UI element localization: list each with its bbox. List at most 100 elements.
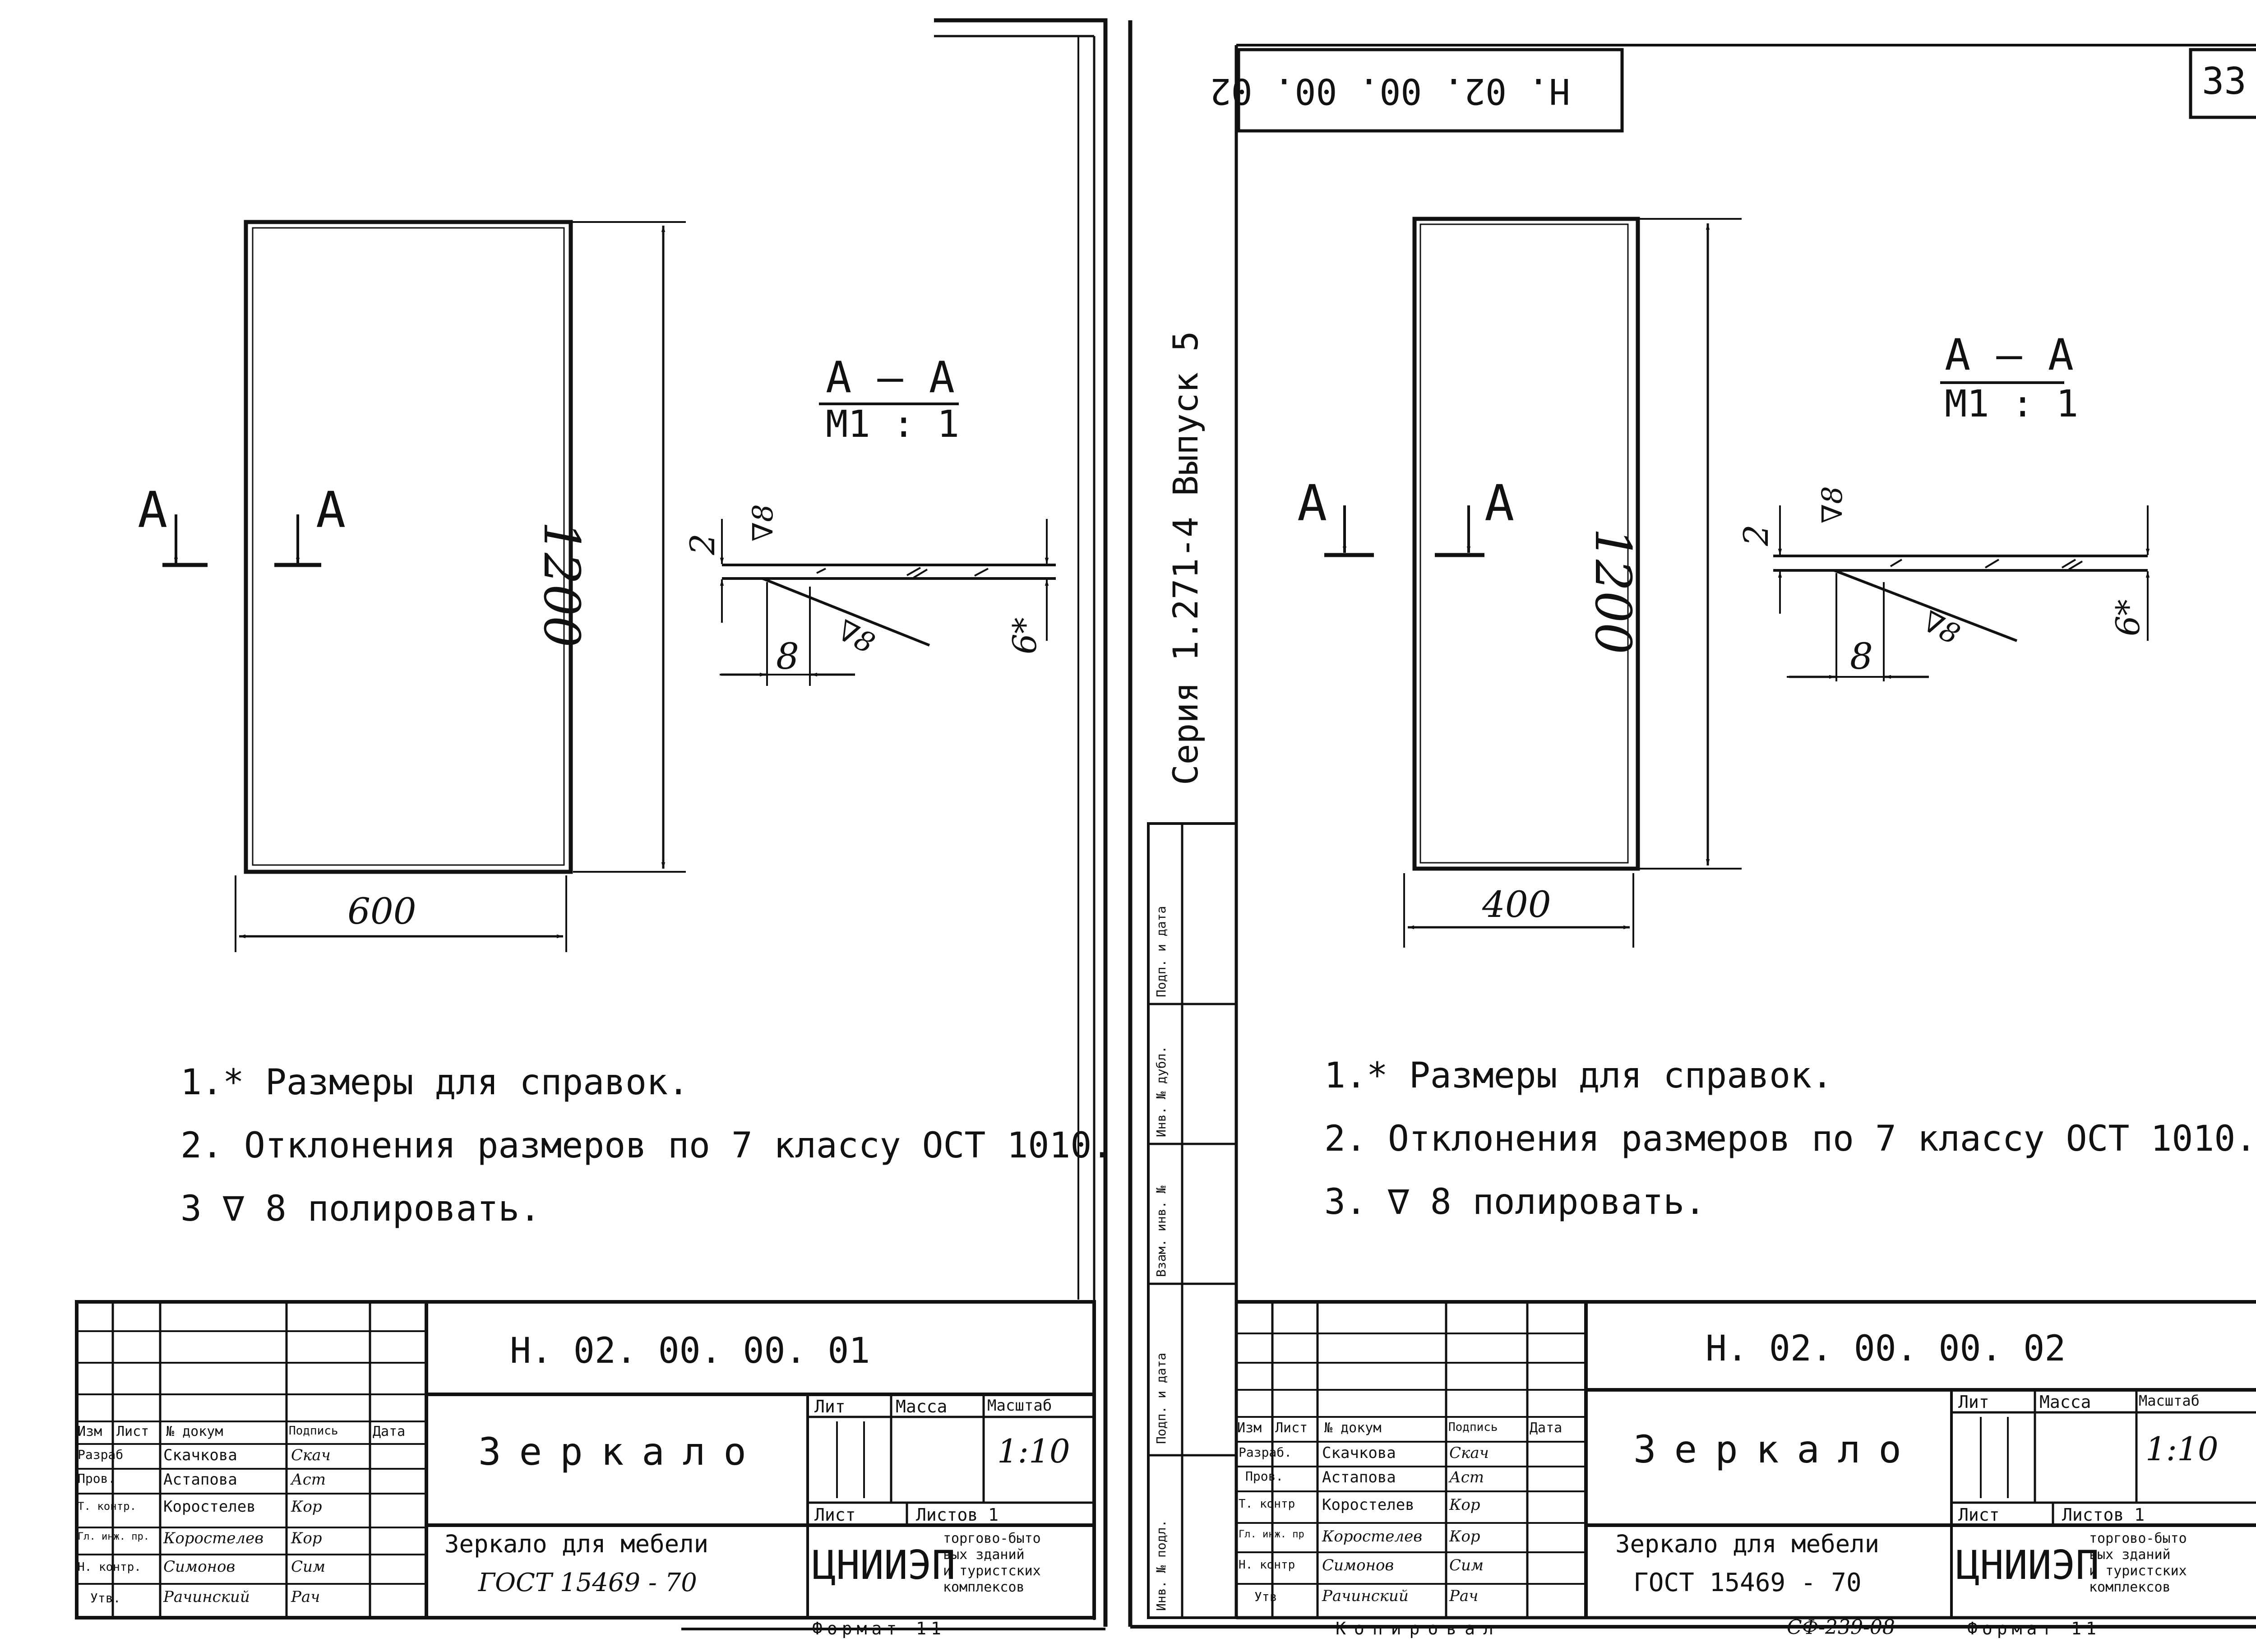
drawing-name: Зеркало: [478, 1430, 765, 1474]
org-desc: торгово-быто вых зданий и туристских ком…: [943, 1531, 1041, 1595]
subtitle-1: Зеркало для мебели: [444, 1530, 709, 1558]
section-mark-left: A: [138, 481, 168, 539]
format-label: Формат 11: [812, 1619, 946, 1638]
note-3: 3 ∇ 8 полировать.: [180, 1189, 541, 1229]
height-dimension: 1200: [1584, 528, 1642, 654]
sig-4: Сим: [1449, 1556, 1484, 1574]
name-4: Симонов: [1322, 1556, 1394, 1574]
hdr-list: Лист: [1275, 1420, 1308, 1436]
scale-label: Масштаб: [987, 1397, 1052, 1415]
sheets-label: Листов 1: [2062, 1505, 2145, 1525]
section-scale: M1 : 1: [826, 403, 960, 446]
note-3: 3. ∇ 8 полировать.: [1324, 1182, 1706, 1222]
series-label: Серия 1.271-4 Выпуск 5: [1165, 331, 1206, 785]
name-0: Скачкова: [1322, 1444, 1396, 1462]
note-1: 1.* Размеры для справок.: [180, 1062, 689, 1103]
sheet-label: Лист: [814, 1505, 856, 1525]
drawing-code: Н. 02. 00. 00. 02: [1706, 1328, 2066, 1369]
hdr-date: Дата: [373, 1424, 406, 1439]
role-0: Разраб.: [1239, 1445, 1292, 1460]
finish-mark-1: ∇8: [746, 504, 779, 541]
name-1: Астапова: [1322, 1468, 1396, 1486]
role-1: Пров.: [1245, 1469, 1284, 1484]
name-0: Скачкова: [163, 1446, 237, 1464]
hdr-izm: Изм: [78, 1424, 102, 1439]
finish-mark-1: ∇8: [1816, 486, 1849, 523]
section-mark-right: A: [1484, 474, 1515, 532]
section-title: A – A: [1945, 330, 2074, 380]
stamp-inv-podl: Инв. № подл.: [1154, 1519, 1169, 1611]
role-1: Пров.: [78, 1471, 116, 1486]
name-5: Рачинский: [163, 1588, 250, 1606]
hdr-list: Лист: [116, 1424, 149, 1439]
name-3: Коростелев: [1322, 1527, 1422, 1546]
note-2: 2. Отклонения размеров по 7 классу ОСТ 1…: [180, 1125, 1113, 1166]
role-3: Гл. инж. пр: [1239, 1529, 1304, 1540]
name-1: Астапова: [163, 1471, 237, 1489]
hdr-sign: Подпись: [289, 1424, 338, 1438]
name-3: Коростелев: [163, 1529, 264, 1547]
dim-2: 2: [1736, 524, 1776, 546]
section-scale: M1 : 1: [1945, 383, 2079, 426]
org-desc: торгово-быто вых зданий и туристских ком…: [2089, 1531, 2187, 1595]
note-1: 1.* Размеры для справок.: [1324, 1055, 1833, 1096]
role-2: Т. контр: [1239, 1497, 1295, 1511]
hdr-doc: № докум: [166, 1424, 223, 1439]
role-4: Н. контр: [1239, 1558, 1295, 1572]
sig-2: Кор: [291, 1498, 322, 1516]
width-dimension: 400: [1482, 884, 1551, 925]
drawing-name: Зеркало: [1633, 1427, 1920, 1472]
name-4: Симонов: [163, 1558, 236, 1576]
dim-8: 8: [1850, 635, 1873, 677]
role-5: Утв.: [90, 1591, 121, 1606]
org-name: ЦНИИЭП: [1956, 1542, 2099, 1588]
width-dimension: 600: [347, 890, 416, 932]
subtitle-2: ГОСТ 15469 - 70: [478, 1568, 697, 1597]
hdr-doc: № докум: [1324, 1420, 1382, 1436]
role-3: Гл. инж. пр.: [78, 1531, 149, 1542]
stamp-podp-data-2: Подп. и дата: [1154, 906, 1169, 997]
copied-label: Копировал: [1336, 1619, 1502, 1638]
name-2: Коростелев: [163, 1498, 256, 1516]
subtitle-1: Зеркало для мебели: [1615, 1530, 1880, 1558]
mass-label: Масса: [896, 1397, 948, 1416]
drawing-code: Н. 02. 00. 00. 01: [510, 1331, 870, 1371]
sig-1: Аст: [1449, 1468, 1484, 1486]
sig-1: Аст: [291, 1471, 326, 1489]
section-title: A – A: [826, 353, 955, 403]
note-2: 2. Отклонения размеров по 7 классу ОСТ 1…: [1324, 1119, 2256, 1159]
role-5: Утв: [1254, 1589, 1277, 1604]
org-name: ЦНИИЭП: [812, 1542, 956, 1588]
scale-value: 1:10: [997, 1432, 1070, 1470]
role-0: Разраб: [78, 1447, 124, 1462]
format-label: Формат 11: [1967, 1619, 2101, 1638]
stamp-code: СФ-239-08: [1787, 1616, 1895, 1639]
section-mark-right: A: [316, 481, 346, 539]
mass-label: Масса: [2039, 1392, 2091, 1412]
page-number: 33: [2202, 60, 2247, 103]
stamp-podp-data-1: Подп. и дата: [1154, 1352, 1169, 1444]
sheets-label: Листов 1: [916, 1505, 999, 1525]
scale-value: 1:10: [2145, 1430, 2219, 1468]
sig-4: Сим: [291, 1558, 326, 1576]
dim-2: 2: [683, 533, 722, 555]
sig-3: Кор: [291, 1529, 322, 1547]
name-2: Коростелев: [1322, 1496, 1415, 1514]
dim-6: 6*: [2109, 599, 2147, 636]
hdr-sign: Подпись: [1448, 1421, 1498, 1434]
hdr-date: Дата: [1530, 1420, 1563, 1436]
sig-5: Рач: [291, 1588, 320, 1606]
section-mark-left: A: [1297, 474, 1327, 532]
stamp-inv-dubl: Инв. № дубл.: [1154, 1046, 1169, 1137]
height-dimension: 1200: [533, 521, 591, 648]
sig-0: Скач: [291, 1446, 331, 1464]
dim-6: 6*: [1006, 617, 1044, 654]
scale-label: Масштаб: [2139, 1392, 2200, 1409]
lit-label: Лит: [814, 1397, 846, 1416]
hdr-izm: Изм: [1237, 1420, 1262, 1436]
top-code-inverted: Н. 02. 00. 00. 02: [1210, 70, 1570, 111]
role-2: Т. контр.: [78, 1500, 137, 1513]
sig-2: Кор: [1449, 1496, 1480, 1514]
sig-0: Скач: [1449, 1444, 1489, 1462]
